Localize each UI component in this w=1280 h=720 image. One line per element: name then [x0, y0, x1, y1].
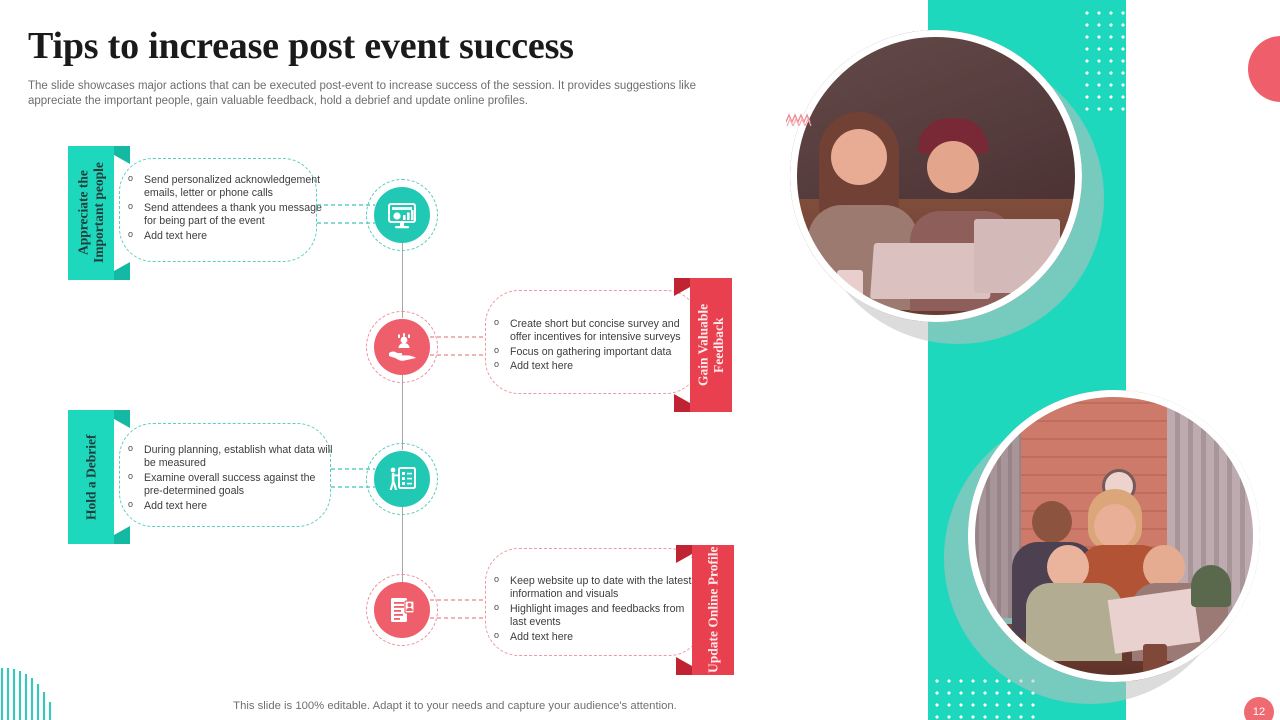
connector-line-3 [402, 507, 403, 582]
zigzag-icon [786, 113, 812, 126]
node-ring-2 [366, 311, 438, 383]
list-item: Highlight images and feedbacks from last… [492, 602, 692, 630]
bullet-list-1: Send personalized acknowledgement emails… [126, 173, 322, 244]
page-number-badge: 12 [1244, 697, 1274, 720]
node-ring-4 [366, 574, 438, 646]
node-ring-3 [366, 443, 438, 515]
node-ring-1 [366, 179, 438, 251]
coral-circle-decoration [1248, 36, 1280, 102]
bullet-list-2: Create short but concise survey and offe… [492, 317, 692, 375]
list-item: Focus on gathering important data [492, 345, 692, 359]
list-item: Send personalized acknowledgement emails… [126, 173, 322, 201]
hand-holding-person-icon [389, 333, 416, 361]
photo-ring-two [968, 390, 1260, 682]
node-icon-4[interactable] [374, 582, 430, 638]
ribbon-label-1: Appreciate the Important people [75, 162, 106, 264]
dashed-connector-1 [317, 204, 375, 224]
dashboard-monitor-icon [388, 203, 416, 229]
dashed-connector-4 [430, 599, 488, 619]
ribbon-step-1[interactable]: Appreciate the Important people [68, 146, 130, 280]
node-icon-2[interactable] [374, 319, 430, 375]
vertical-stripes-decoration [0, 668, 52, 720]
list-item: Add text here [492, 630, 692, 644]
list-item: Add text here [126, 499, 334, 513]
ribbon-step-4[interactable]: Update Online Profile [676, 545, 734, 675]
list-item: Create short but concise survey and offe… [492, 317, 692, 345]
list-item: Keep website up to date with the latest … [492, 574, 692, 602]
node-icon-1[interactable] [374, 187, 430, 243]
list-item: Add text here [492, 359, 692, 373]
photo-ring-one [790, 30, 1082, 322]
page-subtitle: The slide showcases major actions that c… [28, 80, 696, 108]
list-item: Examine overall success against the pre-… [126, 471, 334, 499]
connector-line-1 [402, 243, 403, 318]
presenter-board-icon [389, 467, 416, 490]
ribbon-label-2: Gain Valuable Feedback [695, 303, 726, 387]
ribbon-label-3: Hold a Debrief [83, 434, 99, 520]
list-item: During planning, establish what data wil… [126, 443, 334, 471]
node-icon-3[interactable] [374, 451, 430, 507]
ribbon-step-3[interactable]: Hold a Debrief [68, 410, 130, 544]
ribbon-step-2[interactable]: Gain Valuable Feedback [674, 278, 732, 412]
list-item: Add text here [126, 229, 322, 243]
bullet-list-3: During planning, establish what data wil… [126, 443, 334, 514]
ribbon-label-4: Update Online Profile [705, 546, 721, 674]
connector-line-2 [402, 375, 403, 450]
dashed-connector-2 [430, 336, 488, 356]
list-item: Send attendees a thank you message for b… [126, 201, 322, 229]
page-title: Tips to increase post event success [28, 25, 574, 67]
footer-note: This slide is 100% editable. Adapt it to… [233, 700, 677, 712]
document-profile-icon [391, 598, 415, 622]
bullet-list-4: Keep website up to date with the latest … [492, 574, 692, 645]
dot-grid-decoration-top [1078, 4, 1126, 112]
